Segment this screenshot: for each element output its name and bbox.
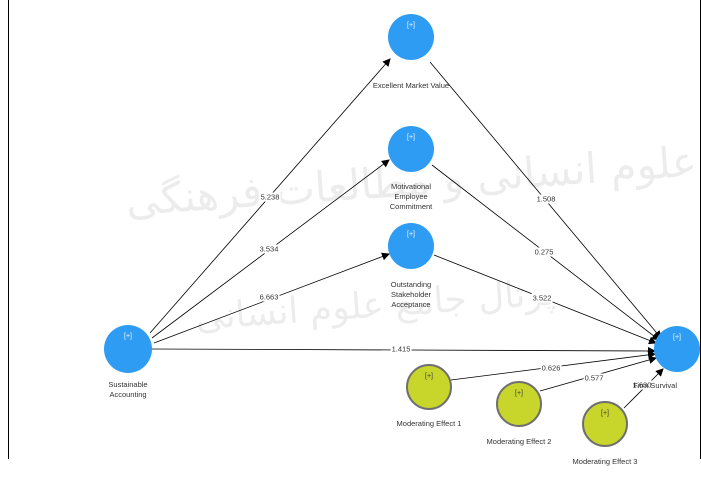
expand-toggle-icon[interactable]: [+] <box>407 231 415 238</box>
node-label-sustainable-accounting: Sustainable Accounting <box>108 380 148 399</box>
node-motivational-employee-commitment[interactable]: [+] <box>388 126 434 172</box>
edge-label-me2-fs: 0.577 <box>583 373 605 383</box>
node-excellent-market-value[interactable]: [+] <box>388 14 434 60</box>
frame-left-border <box>8 0 9 459</box>
edge-label-emv-fs: 1.508 <box>535 194 557 204</box>
edge-label-mec-fs: 0.275 <box>533 247 555 257</box>
node-firm-survival[interactable]: [+] <box>654 326 700 372</box>
node-sustainable-accounting[interactable]: [+] <box>104 325 152 373</box>
expand-toggle-icon[interactable]: [+] <box>407 134 415 141</box>
edge-label-sa-osa: 6.663 <box>258 292 280 302</box>
expand-toggle-icon[interactable]: [+] <box>673 334 681 341</box>
edge-label-osa-fs: 3.522 <box>531 293 553 303</box>
node-label-moderating-effect-1: Moderating Effect 1 <box>396 419 462 428</box>
node-moderating-effect-1[interactable]: [+] <box>406 364 452 410</box>
edge-label-sa-emv: 5.238 <box>259 192 281 202</box>
node-label-excellent-market-value: Excellent Market Value <box>372 81 450 90</box>
expand-toggle-icon[interactable]: [+] <box>515 390 523 397</box>
node-outstanding-stakeholder-acceptance[interactable]: [+] <box>388 223 434 269</box>
node-label-moderating-effect-3: Moderating Effect 3 <box>572 457 638 466</box>
edge-label-me3-fs: 1.630 <box>631 380 653 390</box>
node-label-outstanding-stakeholder-acceptance: Outstanding Stakeholder Acceptance <box>390 280 432 309</box>
expand-toggle-icon[interactable]: [+] <box>124 333 132 340</box>
edge-label-sa-mec: 3.534 <box>258 244 280 254</box>
node-label-motivational-employee-commitment: Motivational Employee Commitment <box>389 182 433 211</box>
node-label-firm-survival: Firm Survival <box>633 381 677 390</box>
expand-toggle-icon[interactable]: [+] <box>425 373 433 380</box>
edge-label-me1-fs: 0.626 <box>540 363 562 373</box>
node-moderating-effect-3[interactable]: [+] <box>582 401 628 447</box>
edge-label-sa-fs: 1.415 <box>390 344 412 354</box>
expand-toggle-icon[interactable]: [+] <box>601 410 609 417</box>
node-moderating-effect-2[interactable]: [+] <box>496 381 542 427</box>
node-label-moderating-effect-2: Moderating Effect 2 <box>486 437 552 446</box>
expand-toggle-icon[interactable]: [+] <box>407 22 415 29</box>
